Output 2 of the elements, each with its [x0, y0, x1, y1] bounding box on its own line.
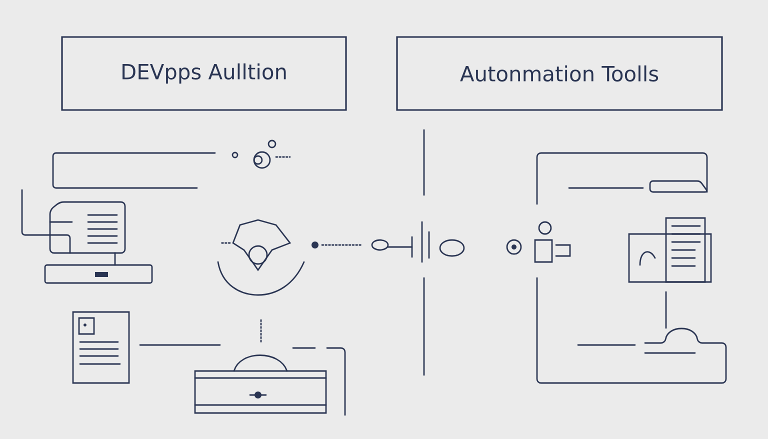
title-box: Autonmation Toolls — [396, 36, 723, 111]
title-box: DEVpps Aulltion — [61, 36, 347, 111]
